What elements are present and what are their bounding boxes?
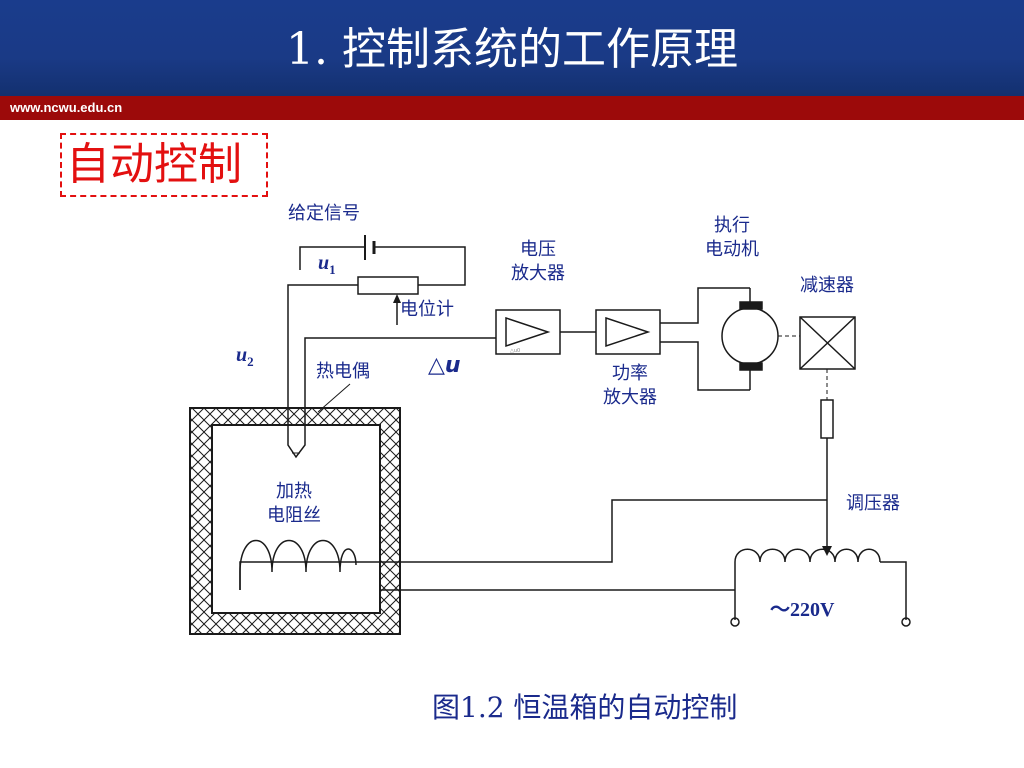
battery-symbol <box>299 235 466 286</box>
voltage-amplifier <box>495 309 561 355</box>
symbol-u1: u1 <box>318 252 336 281</box>
thermocouple <box>287 337 496 459</box>
symbol-u2-sub: 2 <box>247 354 254 369</box>
coupling <box>820 399 834 556</box>
figure-caption: 图1.2 恒温箱的自动控制 <box>432 691 738 724</box>
label-power-amp-line1: 功率 <box>612 363 648 384</box>
label-reducer: 减速器 <box>800 275 854 296</box>
label-actuator: 执行 电动机 <box>694 214 770 262</box>
label-heater-line1: 加热 <box>276 481 312 502</box>
oven <box>189 407 401 635</box>
label-heater-line2: 电阻丝 <box>267 505 321 526</box>
reducer <box>799 316 856 400</box>
symbol-u2-base: u <box>236 344 248 366</box>
header-stripe <box>0 96 1024 120</box>
section-frame <box>60 133 268 197</box>
label-power-amp: 功率 放大器 <box>592 362 668 410</box>
symbol-u1-base: u <box>318 252 330 274</box>
label-thermocouple: 热电偶 <box>316 361 370 382</box>
power-amplifier <box>595 309 661 355</box>
label-power-amp-line2: 放大器 <box>603 387 657 408</box>
label-voltage-amp-line2: 放大器 <box>511 263 565 284</box>
label-potentiometer: 电位计 <box>400 299 454 320</box>
symbol-u2: u2 <box>236 344 254 373</box>
label-voltage-amp-line1: 电压 <box>520 239 556 260</box>
site-url[interactable]: www.ncwu.edu.cn <box>10 100 123 115</box>
label-actuator-line2: 电动机 <box>705 239 759 260</box>
potentiometer <box>287 276 419 430</box>
heater-coil <box>239 540 357 590</box>
autotransformer <box>239 499 911 627</box>
symbol-delta-u: △u <box>428 353 461 378</box>
motor <box>721 287 800 391</box>
label-actuator-line1: 执行 <box>714 215 750 236</box>
page-title: 1. 控制系统的工作原理 <box>286 24 738 75</box>
label-setpoint: 给定信号 <box>288 203 360 224</box>
header-bar <box>0 0 1024 96</box>
section-label: 自动控制 <box>66 139 242 190</box>
label-heater: 加热 电阻丝 <box>264 480 324 528</box>
label-voltage-amp: 电压 放大器 <box>500 238 576 286</box>
label-regulator: 调压器 <box>846 493 900 514</box>
label-supply: ～220V <box>770 599 835 621</box>
tiny-mark: △u0 <box>510 348 520 354</box>
symbol-u1-sub: 1 <box>329 262 336 277</box>
